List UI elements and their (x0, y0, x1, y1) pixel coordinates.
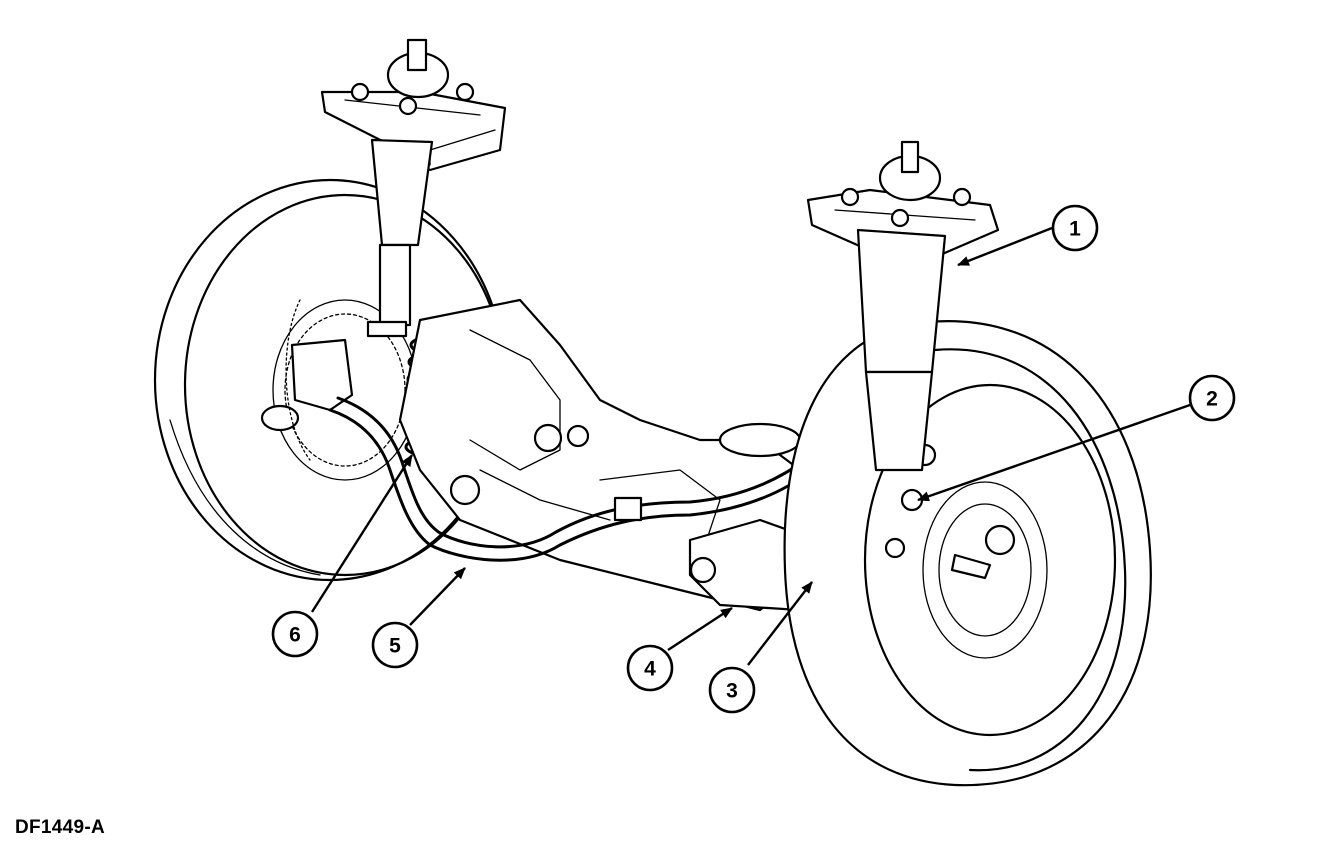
callout-2: 2 (1188, 374, 1236, 422)
left-knuckle (260, 299, 354, 461)
callout-4-number: 4 (644, 658, 656, 681)
callout-4: 4 (626, 644, 674, 692)
callout-3-number: 3 (726, 680, 738, 703)
right-strut-assembly (806, 140, 1000, 472)
callout-5: 5 (371, 621, 419, 669)
callout-6-number: 6 (289, 624, 301, 647)
right-wheel (783, 320, 1152, 787)
callout-1-number: 1 (1069, 218, 1081, 241)
figure-id-label: DF1449-A (15, 817, 106, 838)
callout-1: 1 (1051, 204, 1099, 252)
left-strut-assembly (320, 38, 507, 338)
callout-5-number: 5 (389, 635, 401, 658)
callout-6: 6 (271, 610, 319, 658)
callout-3: 3 (708, 666, 756, 714)
callout-2-number: 2 (1206, 388, 1218, 411)
callout-leaders (310, 226, 1191, 666)
